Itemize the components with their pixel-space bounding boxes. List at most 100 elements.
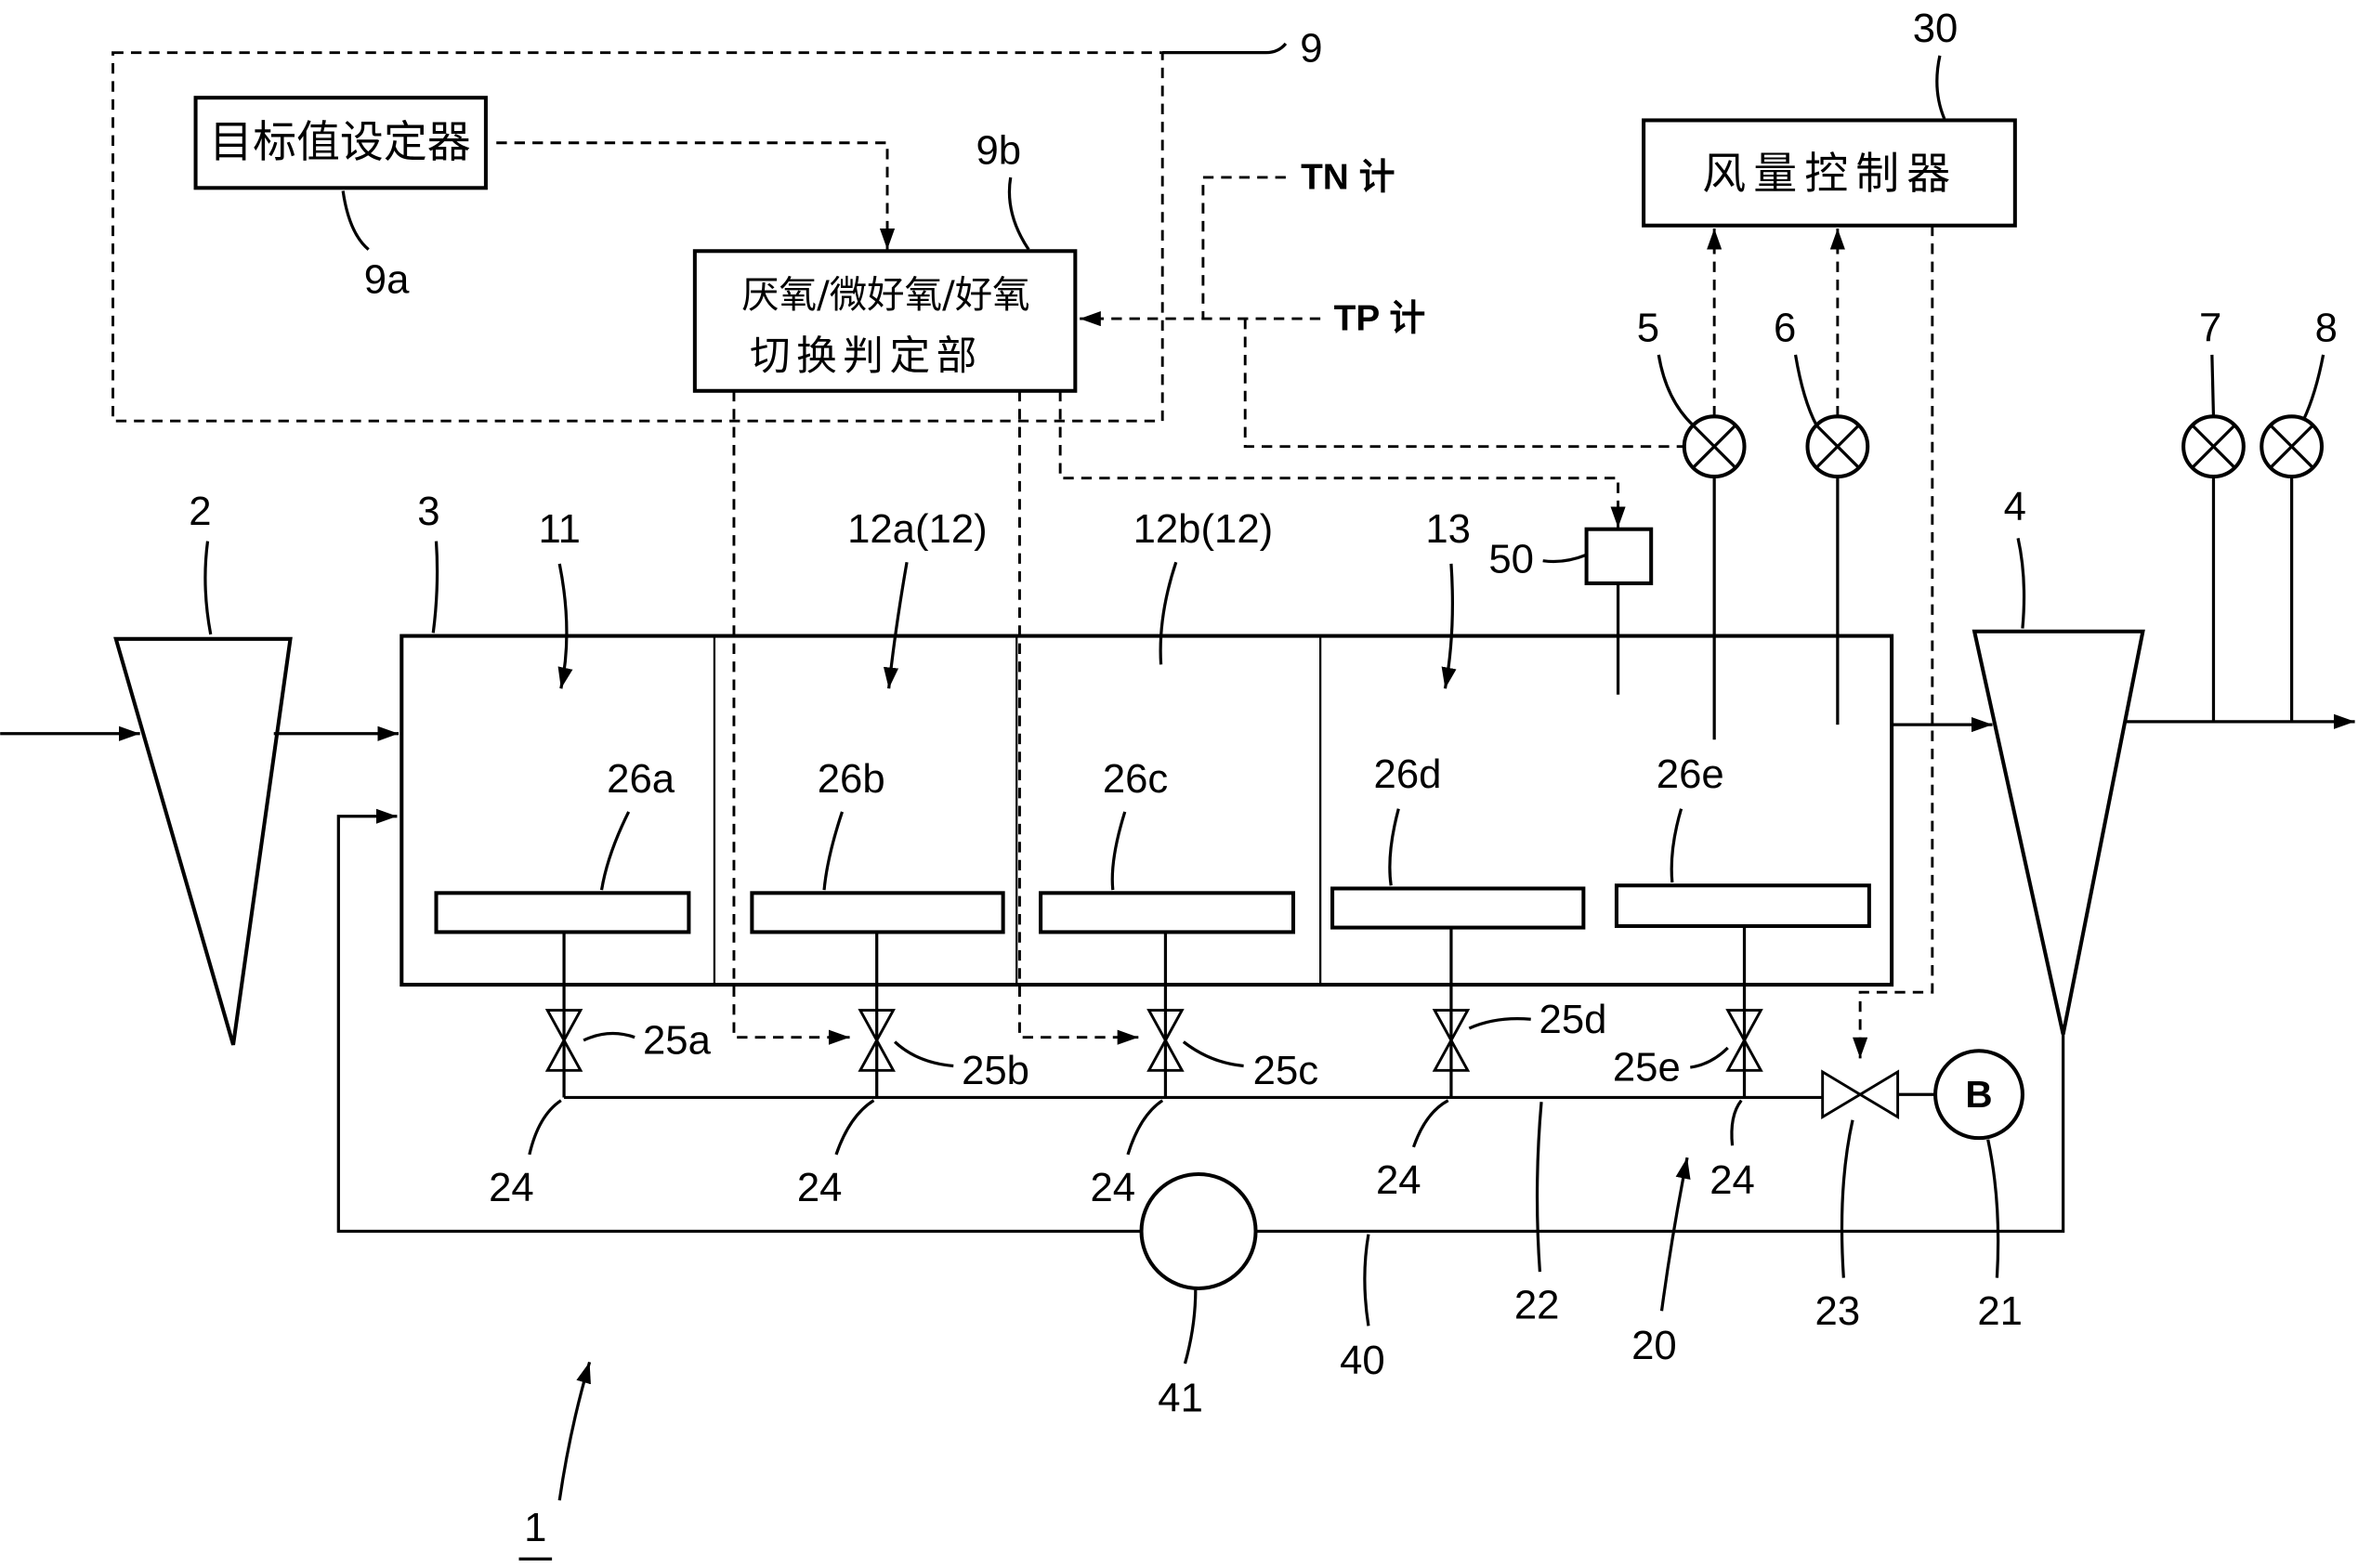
return-pump-label: 41 (1158, 1376, 1203, 1421)
zone-12b-leader (1159, 561, 1178, 665)
target-setter-box (193, 96, 488, 190)
valve-25d-upper (1432, 1009, 1471, 1043)
diffuser-26b (750, 891, 1005, 934)
sensor-5-cross (1692, 424, 1736, 469)
blower-leader (1986, 1139, 2000, 1278)
probe-box (1584, 527, 1654, 585)
diffuser-26c (1039, 891, 1296, 934)
air-controller-label: 30 (1913, 6, 1958, 51)
branch-label-b-leader (834, 1099, 875, 1156)
figure-reference: 1 (518, 1361, 592, 1561)
tn-signal-line (1201, 176, 1286, 320)
valve-25c-lower (1146, 1037, 1185, 1072)
zone-12a-label: 12a(12) (847, 506, 988, 552)
branch-label-d: 24 (1376, 1157, 1421, 1203)
blower-symbol: B (1965, 1073, 1992, 1116)
diffuser-26a (434, 891, 691, 934)
flow-arrows (0, 713, 2355, 741)
sensor-7-leader (2210, 354, 2216, 417)
valve-25b-control-line (732, 390, 850, 1045)
air-header-leader (1535, 1102, 1543, 1273)
branch-label-a: 24 (489, 1165, 534, 1210)
valve-25b-label: 25b (962, 1048, 1029, 1093)
figure-label: 1 (524, 1505, 546, 1550)
branch-label-c: 24 (1090, 1165, 1135, 1210)
valve-25c: 25c (1146, 1009, 1318, 1093)
diffuser-26d (1330, 886, 1586, 930)
valve-25e-leader (1690, 1046, 1729, 1069)
target-setter-name: 目标值设定器 (209, 117, 471, 168)
diffuser-26e-label: 26e (1657, 751, 1724, 797)
sensor-6-label: 6 (1774, 305, 1796, 350)
return-pipe-left (336, 808, 1142, 1234)
sensor-5-label: 5 (1637, 305, 1659, 350)
valve-25d-label: 25d (1539, 997, 1607, 1042)
valve-25d-leader (1468, 1017, 1531, 1030)
zone-11-label: 11 (539, 506, 581, 552)
branch-label-d-leader (1411, 1099, 1449, 1148)
reaction-tank: 3 (400, 489, 1894, 987)
probe-control-line (1058, 390, 1626, 529)
branch-label-c-leader (1126, 1099, 1164, 1156)
valve-25e-upper (1725, 1009, 1763, 1043)
controller-to-valve-23-line (1853, 225, 1934, 1059)
probe-leader (1542, 553, 1588, 564)
zone-12b-label: 12b(12) (1133, 506, 1274, 552)
return-pump-leader (1183, 1289, 1198, 1365)
air-controller-leader (1935, 55, 1946, 120)
valve-25b: 25b (858, 1009, 1029, 1093)
return-line-leader (1363, 1234, 1370, 1326)
control-unit-leader (1162, 42, 1288, 55)
diffuser-26a-leader (599, 811, 631, 891)
final-tank: 4 (1972, 484, 2145, 1035)
diffusers: 26a 26b 26c 26d 26e (434, 751, 1871, 934)
flow-valve-leader (1840, 1119, 1854, 1278)
valve-25e-label: 25e (1613, 1045, 1681, 1091)
valve-25c-control-line (1017, 390, 1139, 1045)
control-unit-label: 9 (1300, 25, 1322, 71)
switch-unit-line1: 厌氧/微好氧/好氧 (741, 272, 1029, 317)
branch-label-e-leader (1730, 1099, 1743, 1146)
blower-circle (1933, 1049, 2024, 1141)
target-setter-label: 9a (364, 257, 410, 303)
sensor-6-cross (1815, 424, 1860, 469)
air-controller-name: 风量控制器 (1702, 149, 1958, 200)
valve-25a-upper (544, 1009, 583, 1043)
final-tank-leader (2016, 538, 2026, 629)
sensor-6-leader (1793, 354, 1818, 426)
diffuser-26b-label: 26b (818, 756, 885, 802)
final-tank-label: 4 (2004, 484, 2026, 529)
zone-13-arrow (1441, 563, 1457, 689)
branch-label-e: 24 (1710, 1157, 1755, 1203)
diffuser-26d-leader (1388, 808, 1400, 886)
zone-labels: 11 12a(12) 12b(12) 13 (539, 506, 1471, 689)
valve-25c-upper (1146, 1009, 1185, 1043)
blower-label: 21 (1977, 1288, 2023, 1334)
valve-25a: 25a (544, 1009, 712, 1072)
sensor-8: 8 (2260, 305, 2338, 722)
valve-25d-lower (1432, 1037, 1471, 1072)
first-tank-leader (203, 541, 213, 635)
sensor-7-label: 7 (2199, 305, 2221, 350)
diffuser-26a-label: 26a (607, 756, 675, 802)
air-supply-system: B 22 20 23 21 (564, 1049, 2024, 1368)
switch-unit-leader (1007, 176, 1030, 251)
sensor-5: 5 (1637, 305, 1747, 740)
valve-25a-lower (544, 1037, 583, 1072)
target-setter-leader (341, 190, 370, 251)
return-line: 40 41 (336, 808, 2065, 1421)
branch-label-a-leader (528, 1099, 562, 1156)
control-unit: 9 目标值设定器 9a 厌氧/微好氧/好氧 切换判定部 9b (111, 25, 1323, 423)
switch-unit-line2: 切换判定部 (750, 333, 983, 380)
air-controller: 风量控制器 30 (1642, 6, 2017, 1059)
return-pump (1139, 1171, 1258, 1290)
switch-unit-label: 9b (976, 127, 1021, 173)
final-tank-shape (1972, 629, 2145, 1035)
diffuser-26e (1614, 883, 1871, 928)
valve-25e: 25e (1613, 1009, 1763, 1091)
zone-12a-arrow (883, 562, 909, 689)
setpoint-signal-line (496, 141, 896, 250)
meter-signals: TN 计 TP 计 (1080, 157, 1683, 449)
